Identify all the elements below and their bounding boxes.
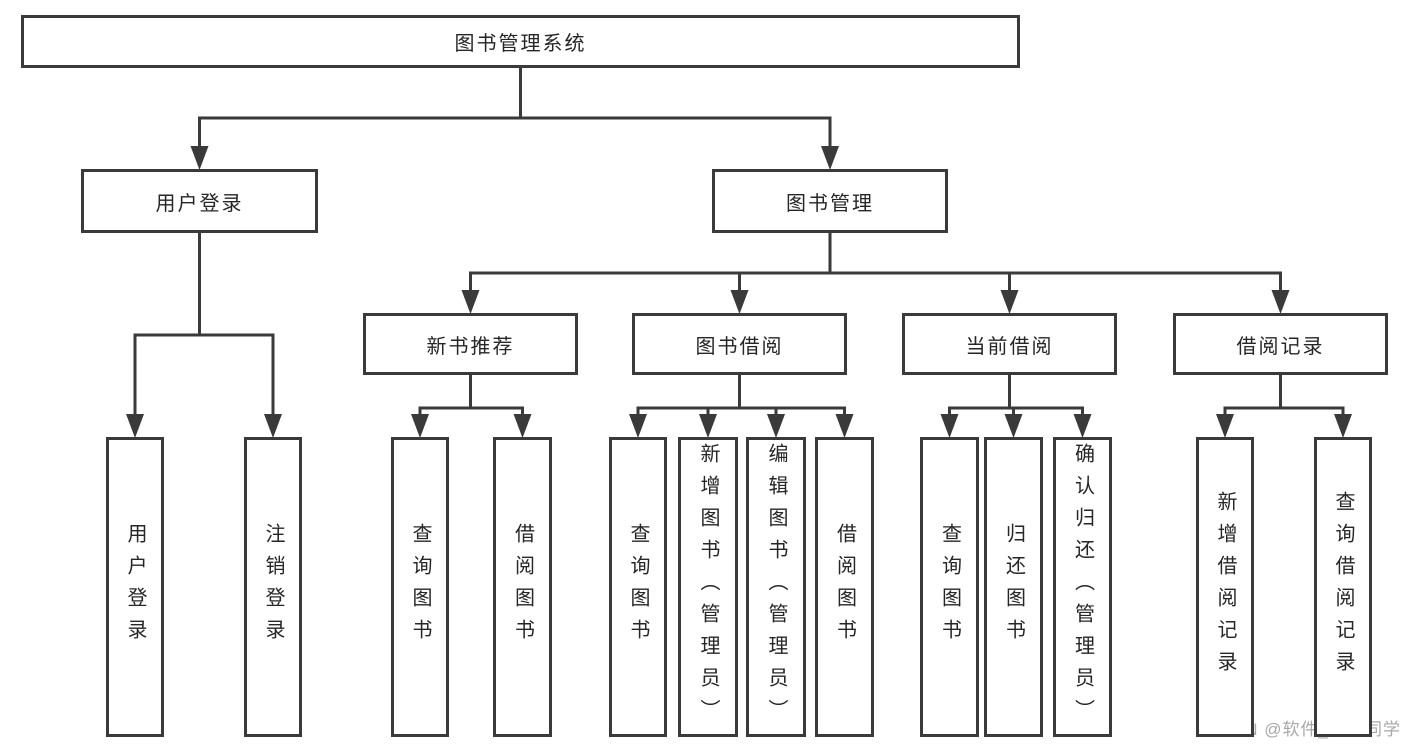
arrowhead-icon <box>264 414 282 438</box>
arrowhead-icon <box>126 414 144 438</box>
arrowhead-icon <box>940 414 959 438</box>
node-label: 用户登录 <box>124 523 146 651</box>
arrowhead-icon <box>1271 290 1290 314</box>
node-label: 查询图书 <box>938 523 961 651</box>
node-return-book: 归还图书 <box>984 437 1043 737</box>
node-label: 查询图书 <box>627 523 649 651</box>
node-label: 图书借阅 <box>695 335 784 358</box>
arrowhead-icon <box>699 414 717 438</box>
node-new-book-recommendation: 新书推荐 <box>363 313 578 375</box>
node-query-books-current: 查询图书 <box>920 437 979 737</box>
arrowhead-icon <box>1073 414 1092 438</box>
node-label: 归还图书 <box>1002 523 1025 651</box>
node-label: 新书推荐 <box>426 335 515 358</box>
node-label: 借阅图书 <box>511 523 534 651</box>
node-borrow-books-borrowing: 借阅图书 <box>815 437 874 737</box>
arrowhead-icon <box>411 414 429 438</box>
node-query-books-borrowing: 查询图书 <box>609 437 667 737</box>
node-label: 图书管理系统 <box>454 33 587 55</box>
arrowhead-icon <box>730 290 749 314</box>
arrowhead-icon <box>1000 290 1019 314</box>
node-query-books-recommend: 查询图书 <box>391 437 449 737</box>
arrowhead-icon <box>1004 414 1023 438</box>
node-label: 查询借阅记录 <box>1332 491 1354 683</box>
node-label: 新增借阅记录 <box>1214 491 1236 683</box>
node-label: 用户登录 <box>155 192 244 215</box>
node-label: 新增图书（管理员） <box>697 443 719 731</box>
node-label: 借阅记录 <box>1236 335 1325 358</box>
node-label: 查询图书 <box>409 523 431 651</box>
node-query-borrow-record: 查询借阅记录 <box>1314 437 1372 737</box>
node-library-management-system: 图书管理系统 <box>21 15 1020 68</box>
node-user-login: 用户登录 <box>106 437 164 737</box>
arrowhead-icon <box>767 414 785 438</box>
arrowhead-icon <box>1216 414 1234 438</box>
node-current-borrowing: 当前借阅 <box>902 313 1117 375</box>
node-edit-book-admin: 编辑图书（管理员） <box>746 437 806 737</box>
arrowhead-icon <box>821 146 839 170</box>
node-logout: 注销登录 <box>244 437 302 737</box>
node-user-login-group: 用户登录 <box>81 169 318 233</box>
arrowhead-icon <box>461 290 480 314</box>
node-label: 图书管理 <box>786 192 874 215</box>
node-label: 确认归还（管理员） <box>1071 443 1094 731</box>
node-label: 借阅图书 <box>833 523 856 651</box>
arrowhead-icon <box>190 146 209 170</box>
node-label: 当前借阅 <box>965 335 1054 358</box>
node-label: 注销登录 <box>262 523 284 651</box>
node-add-book-admin: 新增图书（管理员） <box>678 437 738 737</box>
node-book-borrowing: 图书借阅 <box>632 313 847 375</box>
arrowhead-icon <box>835 414 854 438</box>
node-book-management: 图书管理 <box>712 169 948 233</box>
node-borrowing-records: 借阅记录 <box>1173 313 1388 375</box>
arrowhead-icon <box>513 414 532 438</box>
arrowhead-icon <box>629 414 647 438</box>
node-borrow-books-recommend: 借阅图书 <box>493 437 552 737</box>
arrowhead-icon <box>1334 414 1352 438</box>
node-confirm-return-admin: 确认归还（管理员） <box>1053 437 1112 737</box>
node-add-borrow-record: 新增借阅记录 <box>1196 437 1254 737</box>
node-label: 编辑图书（管理员） <box>765 443 787 731</box>
